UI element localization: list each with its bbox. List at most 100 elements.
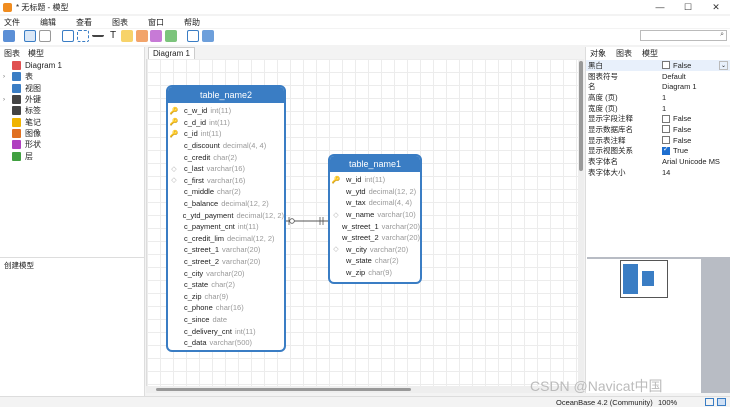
chevron-down-icon[interactable]: ⌄	[719, 61, 728, 70]
label-tool-icon[interactable]: T	[109, 30, 117, 41]
tree-item[interactable]: ›表	[0, 71, 144, 82]
new-table-icon[interactable]	[62, 30, 74, 42]
tab-model[interactable]: 模型	[28, 48, 44, 58]
menu-help[interactable]: 帮助	[184, 17, 200, 27]
save-icon[interactable]	[3, 30, 15, 42]
expand-arrow-icon[interactable]: ›	[3, 73, 5, 80]
close-button[interactable]: ✕	[712, 1, 720, 12]
image-tool-icon[interactable]	[136, 30, 148, 42]
tab-object[interactable]: 对象	[590, 48, 606, 58]
vertical-scrollbar[interactable]	[578, 59, 584, 393]
arrange-icon[interactable]	[202, 30, 214, 42]
note-tool-icon[interactable]	[121, 30, 133, 42]
menu-window[interactable]: 窗口	[148, 17, 164, 27]
tree-item[interactable]: Diagram 1	[0, 60, 144, 71]
field-type: varchar(20)	[381, 233, 420, 243]
align-icon[interactable]	[187, 30, 199, 42]
panel-toggle-icon[interactable]	[717, 398, 726, 406]
diagram-overview[interactable]	[587, 257, 730, 393]
tree-item[interactable]: 笔记	[0, 116, 144, 127]
menu-view[interactable]: 查看	[76, 17, 92, 27]
tab-model-props[interactable]: 模型	[642, 48, 658, 58]
menu-diagram[interactable]: 图表	[112, 17, 128, 27]
field-name: c_id	[184, 129, 198, 139]
property-row[interactable]: 高度 (页)1	[586, 92, 730, 103]
minimize-button[interactable]: —	[655, 2, 665, 12]
new-view-icon[interactable]	[77, 30, 89, 42]
property-checkbox[interactable]	[662, 125, 670, 134]
expand-arrow-icon[interactable]: ›	[3, 96, 5, 103]
property-checkbox[interactable]	[662, 145, 670, 155]
tree-item[interactable]: ›外键	[0, 94, 144, 105]
tree-item[interactable]: 形状	[0, 139, 144, 150]
property-row[interactable]: 显示视图关系True	[586, 145, 730, 157]
hand-tool-icon[interactable]	[39, 30, 51, 42]
menu-edit[interactable]: 编辑	[40, 17, 56, 27]
shape-tool-icon[interactable]	[150, 30, 162, 42]
menu-file[interactable]: 文件	[4, 17, 20, 27]
tree-item[interactable]: 层	[0, 150, 144, 161]
property-checkbox[interactable]	[662, 136, 670, 145]
layout-toggle-icon[interactable]	[705, 398, 714, 406]
foreign-key-tool-icon[interactable]	[92, 30, 104, 37]
horizontal-scrollbar[interactable]	[146, 386, 578, 393]
relationship-connector[interactable]	[147, 59, 578, 393]
tree-item[interactable]: 图像	[0, 128, 144, 139]
layer-tool-icon[interactable]	[165, 30, 177, 42]
overview-viewport[interactable]	[620, 260, 668, 298]
property-row[interactable]: 宽度 (页)1	[586, 103, 730, 114]
tab-diagram[interactable]: 图表	[4, 48, 20, 58]
tree-item[interactable]: 视图	[0, 83, 144, 94]
search-input[interactable]: ⌕	[640, 30, 727, 41]
database-type: OceanBase 4.2 (Community)	[556, 398, 653, 407]
maximize-button[interactable]: ☐	[683, 1, 693, 12]
pointer-tool-icon[interactable]	[24, 30, 36, 42]
tab-diagram-1[interactable]: Diagram 1	[148, 47, 195, 59]
tree-item[interactable]: 标签	[0, 105, 144, 116]
tab-diagram-props[interactable]: 图表	[616, 48, 632, 58]
property-checkbox[interactable]	[662, 61, 670, 70]
property-checkbox[interactable]	[662, 114, 670, 123]
